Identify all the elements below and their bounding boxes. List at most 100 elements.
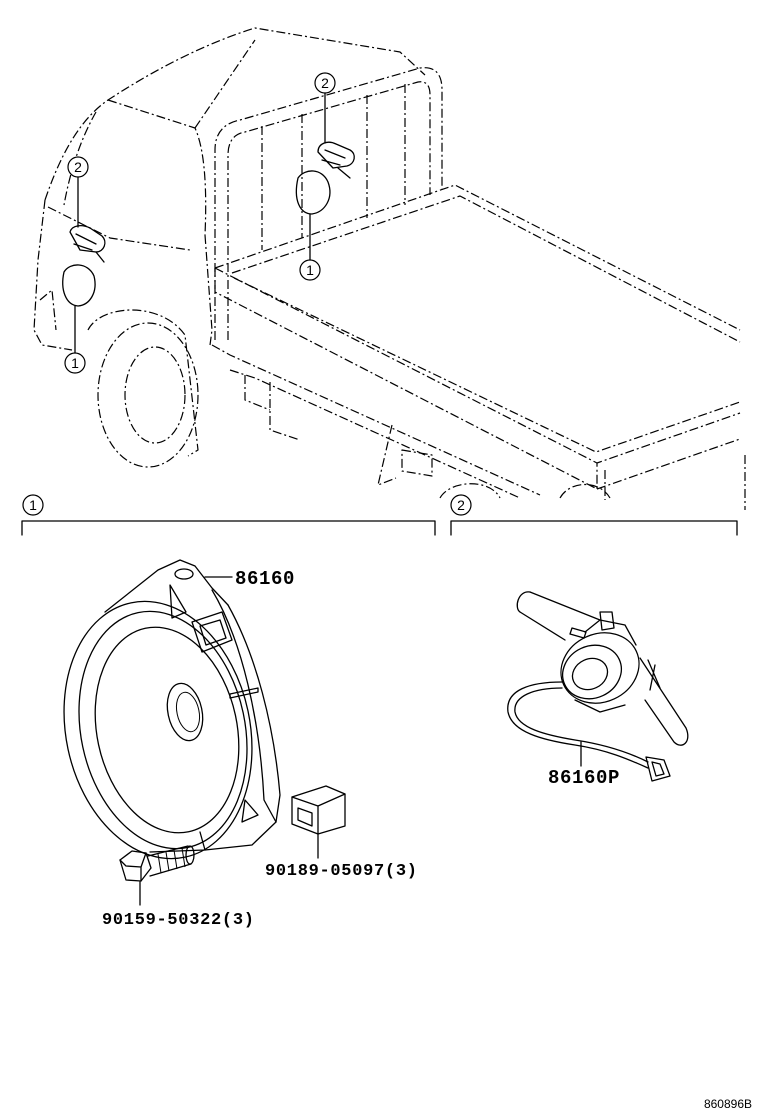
section-marker-1: 1 [29, 497, 37, 513]
tweeter-outer-ring [560, 632, 640, 704]
section-2-header: 2 [450, 494, 738, 536]
speaker-gusset [241, 799, 259, 823]
frame-rail [211, 344, 541, 496]
cab-windshield [107, 99, 207, 236]
part-number-screw: 90159-50322(3) [102, 911, 255, 930]
chassis-member [269, 382, 301, 441]
speaker-gusset [169, 584, 187, 619]
section-marker-circle [450, 494, 472, 516]
tweeter-connector [645, 756, 671, 782]
speaker-outer-rim [63, 600, 253, 860]
cab-roof [44, 27, 426, 201]
screw-shaft [147, 845, 192, 877]
callout-front-clip: 2 [74, 159, 82, 175]
section-1-header: 1 [21, 494, 436, 536]
tweeter-bracket-strap [639, 657, 689, 746]
truck-chassis [211, 344, 746, 510]
wheel-arch [87, 309, 199, 457]
callout-circle [314, 72, 336, 94]
truck-cab [33, 27, 426, 351]
tweeter-drawing: 86160P [507, 591, 689, 789]
bed-top-rear [214, 184, 741, 331]
frame-rail [229, 369, 521, 499]
tweeter-tab [599, 611, 615, 631]
speaker-dust-cap-inner [175, 691, 201, 733]
clip-icon-detail [73, 233, 105, 263]
clip-icon [69, 225, 106, 253]
clip-drawing: 90189-05097(3) [265, 785, 418, 881]
part-number-speaker: 86160 [235, 568, 295, 590]
callout-front-speaker: 1 [71, 355, 79, 371]
callout-circle [67, 156, 89, 178]
tweeter-bracket-end [516, 591, 531, 613]
bed-tail-panel [596, 438, 741, 490]
part-number-tweeter: 86160P [548, 767, 620, 789]
speaker-bottom-ear [149, 831, 206, 853]
section-marker-circle [22, 494, 44, 516]
clip-edges [291, 793, 346, 835]
headguard-outer [214, 67, 443, 340]
mud-flap [377, 424, 397, 486]
speaker-connector [191, 611, 233, 653]
speaker-top-ear [104, 559, 229, 613]
speaker-connector-inner [199, 619, 227, 646]
diagram-code: 860896B [704, 1097, 752, 1111]
screw-threads [157, 847, 186, 874]
tweeter-bracket-strap-detail [647, 659, 661, 691]
bed-inner-front [233, 277, 741, 453]
front-tire [97, 322, 199, 468]
tweeter-diaphragm [571, 657, 609, 691]
front-rim [124, 346, 186, 444]
cab-lower-front [39, 289, 57, 331]
truck-front-speaker-location: 2 1 [62, 156, 106, 374]
speaker-icon [62, 264, 96, 307]
cab-side-edge [204, 234, 213, 346]
speaker-inner-rim [78, 610, 248, 850]
tweeter-bracket-slot [569, 627, 587, 639]
bed-side-panel [214, 268, 598, 490]
cab-windshield-inner [63, 111, 97, 206]
section-bracket [450, 520, 738, 536]
section-marker-2: 2 [457, 497, 465, 513]
tweeter-housing-top [584, 619, 637, 646]
truck-front-wheel [87, 309, 199, 468]
clip-icon-detail [321, 149, 351, 179]
speaker-back-frame-inner [211, 589, 277, 823]
screw-head [119, 850, 152, 882]
section-bracket [21, 520, 436, 536]
speaker-cone [94, 626, 240, 834]
callout-rear-clip: 2 [321, 75, 329, 91]
speaker-drawing: 86160 [63, 559, 295, 860]
part-number-clip: 90189-05097(3) [265, 862, 418, 881]
cab-belt-line [47, 206, 191, 251]
bed-inner-rear [231, 195, 741, 343]
callout-rear-speaker: 1 [306, 262, 314, 278]
tweeter-bracket-bottom [519, 611, 566, 641]
cab-front [33, 199, 73, 351]
screw-tip [185, 845, 195, 865]
chassis-member [244, 375, 271, 411]
clip-slot [297, 807, 313, 827]
speaker-back-frame [204, 604, 281, 851]
callout-circle [299, 259, 321, 281]
clip-icon [317, 141, 355, 169]
clip-body [291, 785, 346, 835]
truck-rear-speaker-location: 2 1 [295, 72, 355, 281]
screw-drawing: 90159-50322(3) [102, 845, 255, 930]
speaker-icon [295, 170, 331, 215]
speaker-ear-hole [174, 568, 194, 580]
headguard-inner [227, 81, 431, 340]
truck-illustration: 2 1 2 1 [33, 27, 746, 510]
bed-top-front [214, 267, 741, 464]
rear-tire [559, 484, 611, 499]
callout-circle [64, 352, 86, 374]
truck-headguard [214, 67, 443, 340]
speaker-dust-cap [166, 682, 204, 742]
tweeter-cable [507, 681, 649, 769]
tweeter-mid-ring [562, 644, 622, 700]
tweeter-housing-bottom [574, 699, 626, 713]
cab-roof-side [194, 39, 256, 129]
tweeter-cable [514, 687, 649, 763]
rear-tire [439, 483, 501, 499]
